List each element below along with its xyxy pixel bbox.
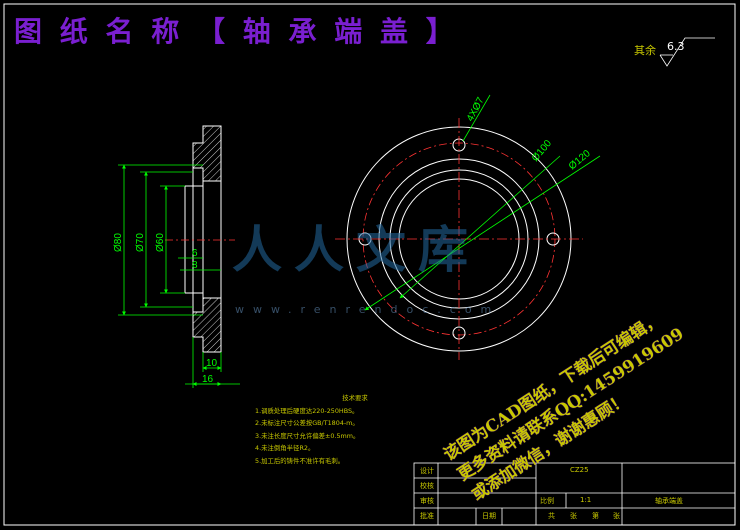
dim-d120: Ø120 <box>567 148 593 172</box>
tb-review: 审核 <box>420 497 434 505</box>
tb-approve: 批准 <box>420 512 434 520</box>
technical-notes: 技术要求 1.调质处理后硬度达220-250HBS。 2.未标注尺寸公差按GB/… <box>255 392 425 468</box>
tb-sheet2: 张 <box>613 512 620 520</box>
dim-holes: 4XØ7 <box>465 95 487 123</box>
section-dimensions <box>118 164 240 388</box>
section-dimension-text: Ø80 Ø70 Ø60 6 8 10 16 <box>113 233 218 385</box>
watermark-url: www.renrendoc.com <box>235 303 501 316</box>
dim-d70: Ø70 <box>135 233 146 252</box>
roughness-value: 6.3 <box>667 40 685 53</box>
tech-note-item: 4.未注倒角半径R2。 <box>255 444 315 453</box>
roughness-symbol <box>659 37 715 67</box>
front-dimensions <box>364 94 601 311</box>
section-hatch-top <box>192 125 222 182</box>
tech-note-item: 3.未注长度尺寸允许偏差±0.5mm。 <box>255 431 360 440</box>
tb-no: 第 <box>592 512 599 520</box>
dim-d100: Ø100 <box>530 138 554 164</box>
dim-16: 16 <box>202 374 214 385</box>
tech-note-item: 1.调质处理后硬度达220-250HBS。 <box>255 406 359 415</box>
tb-check: 校核 <box>420 482 434 490</box>
front-dimension-text: 4XØ7 Ø100 Ø120 <box>465 95 593 172</box>
tb-date: 日期 <box>482 512 496 520</box>
dim-8: 8 <box>192 260 198 271</box>
dim-d60: Ø60 <box>155 233 166 252</box>
tb-total: 共 <box>548 512 555 520</box>
section-hatch-bottom <box>192 297 222 353</box>
title-block-grid <box>413 462 736 526</box>
tb-sheet: 张 <box>570 512 577 520</box>
tech-note-item: 5.加工后的铸件不准许有毛刺。 <box>255 456 345 465</box>
tb-design: 设计 <box>420 467 434 475</box>
tb-part-name: 轴承端盖 <box>655 497 683 505</box>
roughness-label: 其余 <box>634 44 656 57</box>
dim-d80: Ø80 <box>113 233 124 252</box>
tech-note-item: 2.未标注尺寸公差按GB/T1804-m。 <box>255 419 359 428</box>
tech-notes-heading: 技术要求 <box>342 394 368 402</box>
front-view <box>335 118 583 360</box>
dim-6: 6 <box>192 248 198 259</box>
tb-scale-label: 比例 <box>540 497 554 505</box>
tb-code: CZ25 <box>570 466 589 474</box>
dim-10: 10 <box>206 358 218 369</box>
roughness-note: 其余 6.3 <box>634 40 685 58</box>
section-view <box>165 125 235 353</box>
tb-scale: 1:1 <box>580 496 592 504</box>
watermark-brand: 人人文库 <box>232 220 480 279</box>
frame-border <box>3 3 736 526</box>
drawing-title: 图 纸 名 称 【 轴 承 端 盖 】 <box>14 15 458 48</box>
